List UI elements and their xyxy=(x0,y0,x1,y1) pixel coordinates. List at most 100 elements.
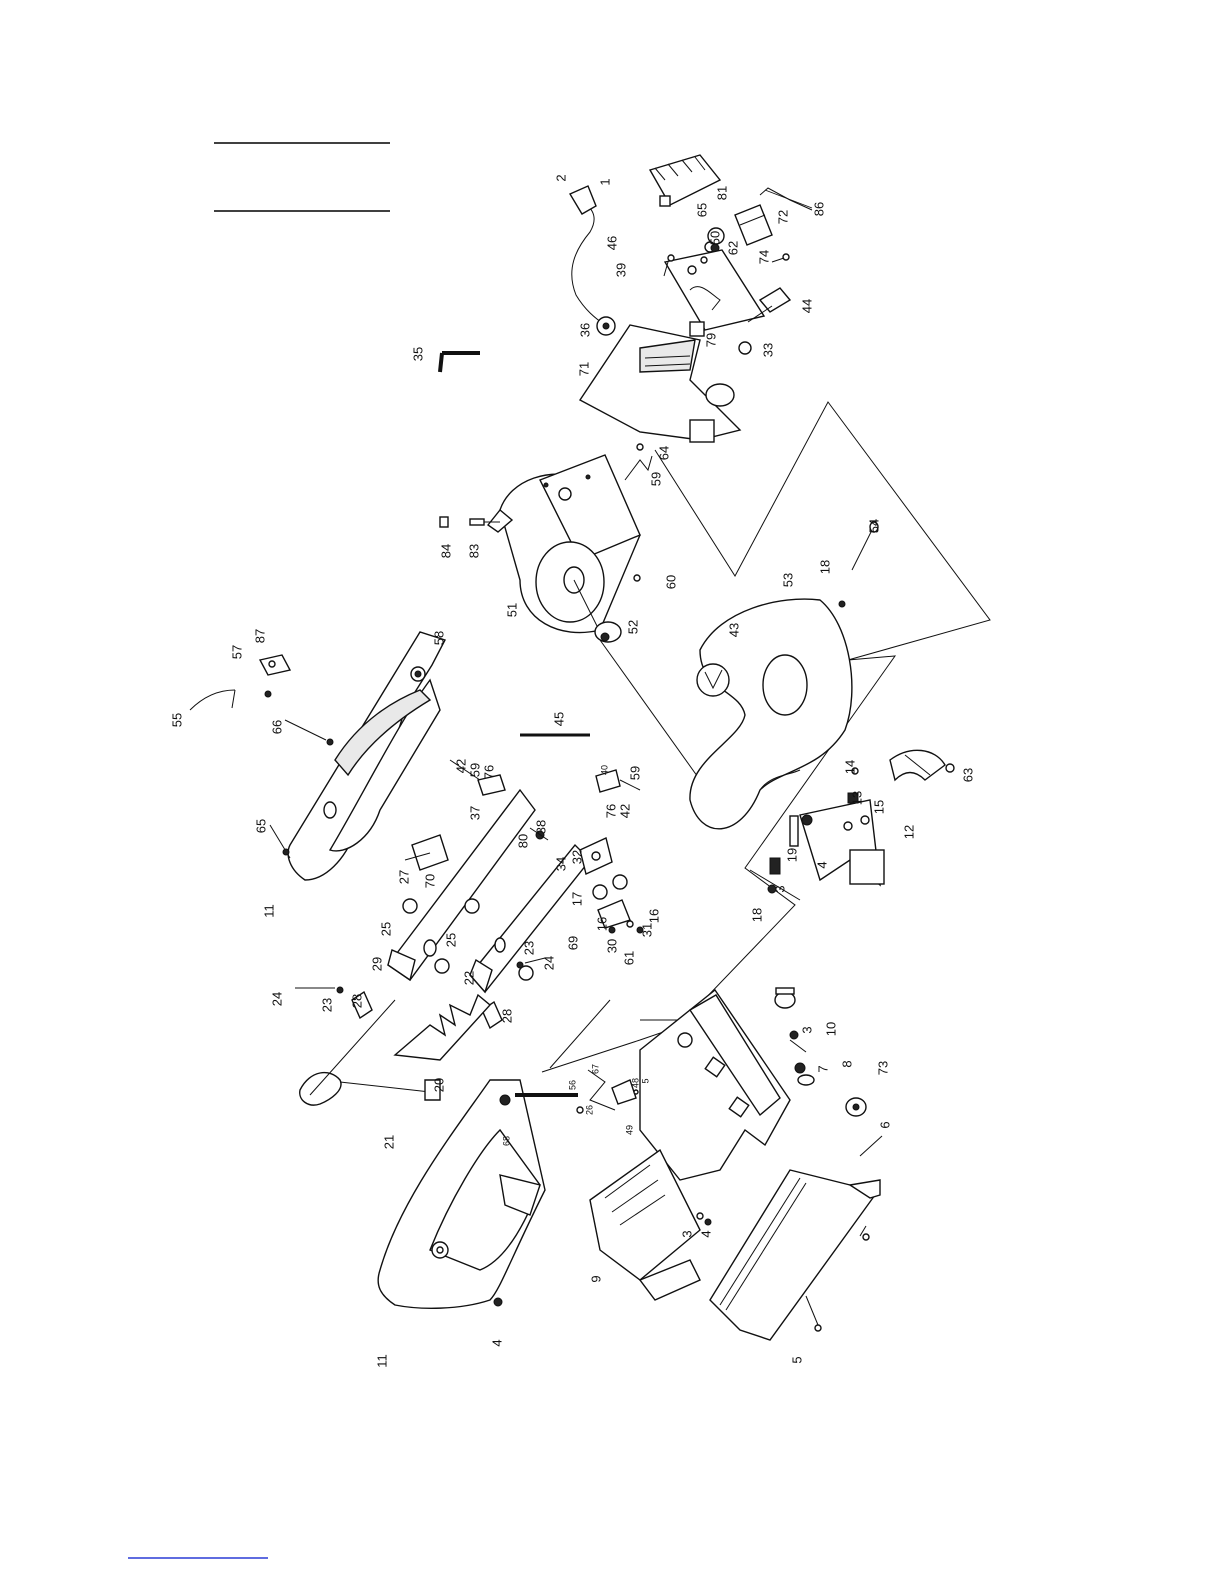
part-label-9: 9 xyxy=(588,1275,603,1282)
part-label-10: 10 xyxy=(823,1022,838,1036)
power-cord xyxy=(570,186,605,325)
part-label-18: 18 xyxy=(817,560,832,574)
foot-bolts-7-8-10 xyxy=(775,988,814,1085)
part-label-44: 44 xyxy=(799,299,814,313)
part-label-4: 4 xyxy=(489,1339,504,1346)
part-label-21: 21 xyxy=(381,1135,396,1149)
part-label-3: 3 xyxy=(772,885,787,892)
part-label-3: 3 xyxy=(679,1230,694,1237)
part-label-46: 46 xyxy=(604,236,619,250)
linkage-67-48 xyxy=(588,1070,638,1110)
terminal-block xyxy=(650,155,720,206)
part-label-28: 28 xyxy=(349,994,364,1008)
screw-65 xyxy=(270,825,290,858)
part-label-71: 71 xyxy=(576,362,591,376)
part-label-16: 16 xyxy=(646,909,661,923)
part-label-14: 14 xyxy=(842,760,857,774)
part-label-20: 20 xyxy=(431,1078,446,1092)
part-label-65: 65 xyxy=(253,819,268,833)
part-label-30: 30 xyxy=(604,939,619,953)
part-label-43: 43 xyxy=(726,623,741,637)
part-label-62: 62 xyxy=(725,241,740,255)
part-label-65: 65 xyxy=(694,203,709,217)
nut-18a xyxy=(839,601,845,607)
part-label-7: 7 xyxy=(815,1065,830,1072)
part-label-67: 67 xyxy=(590,1064,600,1074)
part-label-19: 19 xyxy=(784,848,799,862)
part-label-55: 55 xyxy=(169,713,184,727)
switch-plate xyxy=(665,250,764,336)
part-label-42: 42 xyxy=(617,804,632,818)
part-label-3: 3 xyxy=(799,1026,814,1033)
part-label-61: 61 xyxy=(621,951,636,965)
part-label-17: 17 xyxy=(569,892,584,906)
part-label-22: 22 xyxy=(461,971,476,985)
part-label-49: 49 xyxy=(624,1125,634,1135)
part-label-50: 50 xyxy=(707,231,722,245)
part-label-34: 34 xyxy=(553,857,568,871)
part-label-48: 48 xyxy=(630,1078,640,1088)
part-label-5: 5 xyxy=(640,1078,650,1083)
part-label-38: 38 xyxy=(533,820,548,834)
part-label-2: 2 xyxy=(553,174,568,181)
part-label-13: 13 xyxy=(849,791,864,805)
part-label-45: 45 xyxy=(551,712,566,726)
part-label-32: 32 xyxy=(569,850,584,864)
part-label-86: 86 xyxy=(811,202,826,216)
part-label-4: 4 xyxy=(698,1230,713,1237)
part-label-51: 51 xyxy=(504,603,519,617)
part-label-31: 31 xyxy=(639,923,654,937)
part-label-57: 57 xyxy=(229,645,244,659)
screw-74-shaft xyxy=(772,258,784,262)
part-label-59: 59 xyxy=(648,472,663,486)
link-32-34 xyxy=(580,838,627,899)
part-label-52: 52 xyxy=(625,620,640,634)
clamp-27-70 xyxy=(405,835,448,870)
screw-46-head xyxy=(668,255,674,261)
part-label-28: 28 xyxy=(499,1009,514,1023)
tilt-quadrant-15 xyxy=(890,750,945,780)
part-label-6: 6 xyxy=(877,1121,892,1128)
part-label-39: 39 xyxy=(613,263,628,277)
part-label-15: 15 xyxy=(871,800,886,814)
part-label-76: 76 xyxy=(481,765,496,779)
part-label-24: 24 xyxy=(269,992,284,1006)
part-label-29: 29 xyxy=(369,957,384,971)
switch-box xyxy=(735,188,812,245)
screw-60 xyxy=(634,575,640,581)
part-label-1: 1 xyxy=(597,178,612,185)
part-label-84: 84 xyxy=(438,544,453,558)
lower-blade-guard-11 xyxy=(378,1080,545,1308)
bushing-25b xyxy=(465,899,479,913)
pulley-52 xyxy=(595,622,621,642)
part-label-24: 24 xyxy=(541,956,556,970)
bellows-20 xyxy=(395,995,490,1060)
part-label-36: 36 xyxy=(577,323,592,337)
part-label-68: 68 xyxy=(501,1136,511,1146)
part-label-37: 37 xyxy=(467,806,482,820)
part-label-69: 69 xyxy=(565,936,580,950)
part-label-81: 81 xyxy=(714,186,729,200)
strain-relief-36-hole xyxy=(603,323,609,329)
screw-63 xyxy=(946,764,954,772)
part-label-83: 83 xyxy=(466,544,481,558)
part-label-4: 4 xyxy=(814,861,829,868)
part-label-73: 73 xyxy=(875,1061,890,1075)
screw-66 xyxy=(285,720,333,745)
part-label-66: 66 xyxy=(269,720,284,734)
part-label-33: 33 xyxy=(760,343,775,357)
bracket-57 xyxy=(260,655,290,697)
part-label-64: 64 xyxy=(656,446,671,460)
part-label-27: 27 xyxy=(396,870,411,884)
part-label-8: 8 xyxy=(839,1060,854,1067)
blade-guide-58 xyxy=(411,667,425,681)
part-label-58: 58 xyxy=(431,631,446,645)
part-label-79: 79 xyxy=(703,333,718,347)
part-label-59: 59 xyxy=(627,766,642,780)
base-cover-6 xyxy=(710,1136,882,1340)
part-label-63: 63 xyxy=(960,768,975,782)
bushing-25c xyxy=(435,959,449,973)
part-label-42: 42 xyxy=(453,759,468,773)
part-label-5: 5 xyxy=(789,1356,804,1363)
part-label-54: 54 xyxy=(866,519,881,533)
